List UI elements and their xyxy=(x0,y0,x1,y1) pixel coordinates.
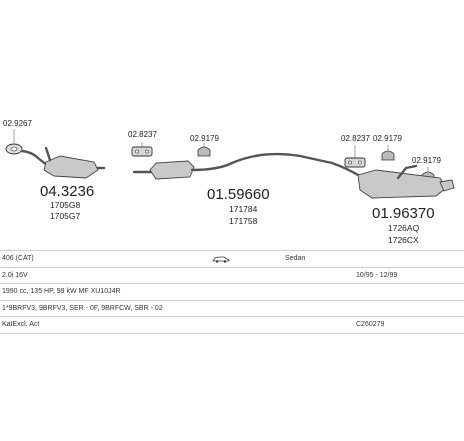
vehicle-row-notes: KatExcl. Act C260279 xyxy=(0,316,464,334)
front-pipe-icon xyxy=(20,146,106,179)
front-pipe-alt2: 1705G7 xyxy=(50,211,81,221)
gasket-front-icon xyxy=(5,143,23,155)
rubber-rear-2-label: 02.9179 xyxy=(412,156,441,165)
rear-silencer-alt1: 1726AQ xyxy=(388,223,420,233)
rubber-rear-1-label: 02.9179 xyxy=(373,134,402,143)
middle-silencer-number: 01.59660 xyxy=(207,186,270,203)
clamp-middle-label: 02.8237 xyxy=(128,130,157,139)
middle-silencer-icon xyxy=(132,152,334,180)
rear-silencer-icon xyxy=(330,161,455,199)
vehicle-notes: KatExcl. Act xyxy=(2,321,40,328)
middle-silencer-alt1: 171784 xyxy=(229,204,258,214)
exhaust-system-diagram: 02.9267 04.3236 1705G8 1705G7 02.8237 02… xyxy=(3,119,455,245)
vehicle-body: Sedan xyxy=(285,255,306,262)
vehicle-ref: C260279 xyxy=(356,321,385,328)
vehicle-model: 406 (CAT) xyxy=(2,255,34,262)
middle-silencer-alt2: 171758 xyxy=(229,216,258,226)
car-icon xyxy=(212,256,230,263)
vehicle-engine: 2.0i 16V xyxy=(2,271,28,279)
gasket-front-label: 02.9267 xyxy=(3,119,32,128)
vehicle-info-table: 406 (CAT) Sedan 2.0i 16V 10/95 - 12/99 1… xyxy=(0,250,464,334)
vehicle-row-engine-codes: 1*9BRFV3, 9BRFV3, SER - 0F, 9BRFCW, SBR … xyxy=(0,299,464,317)
front-pipe-alt1: 1705G8 xyxy=(50,200,81,210)
vehicle-period: 10/95 - 12/99 xyxy=(356,271,398,279)
rear-silencer-alt2: 1726CX xyxy=(388,235,419,245)
rubber-middle-icon xyxy=(197,146,211,157)
rear-silencer-number: 01.96370 xyxy=(372,205,435,222)
vehicle-specs: 1990 cc, 135 HP, 99 kW MF XU10J4R xyxy=(2,288,121,295)
rubber-middle-label: 02.9179 xyxy=(190,134,219,143)
vehicle-row-model: 406 (CAT) Sedan xyxy=(0,250,464,267)
vehicle-engine-codes: 1*9BRFV3, 9BRFV3, SER - 0F, 9BRFCW, SBR … xyxy=(2,304,163,312)
front-pipe-number: 04.3236 xyxy=(40,183,94,200)
vehicle-row-engine: 2.0i 16V 10/95 - 12/99 xyxy=(0,266,464,284)
vehicle-row-specs: 1990 cc, 135 HP, 99 kW MF XU10J4R xyxy=(0,283,464,300)
clamp-middle-icon xyxy=(131,146,153,157)
rubber-rear-1-icon xyxy=(381,150,395,161)
clamp-rear-label: 02.8237 xyxy=(341,134,370,143)
clamp-rear-icon xyxy=(344,157,366,168)
